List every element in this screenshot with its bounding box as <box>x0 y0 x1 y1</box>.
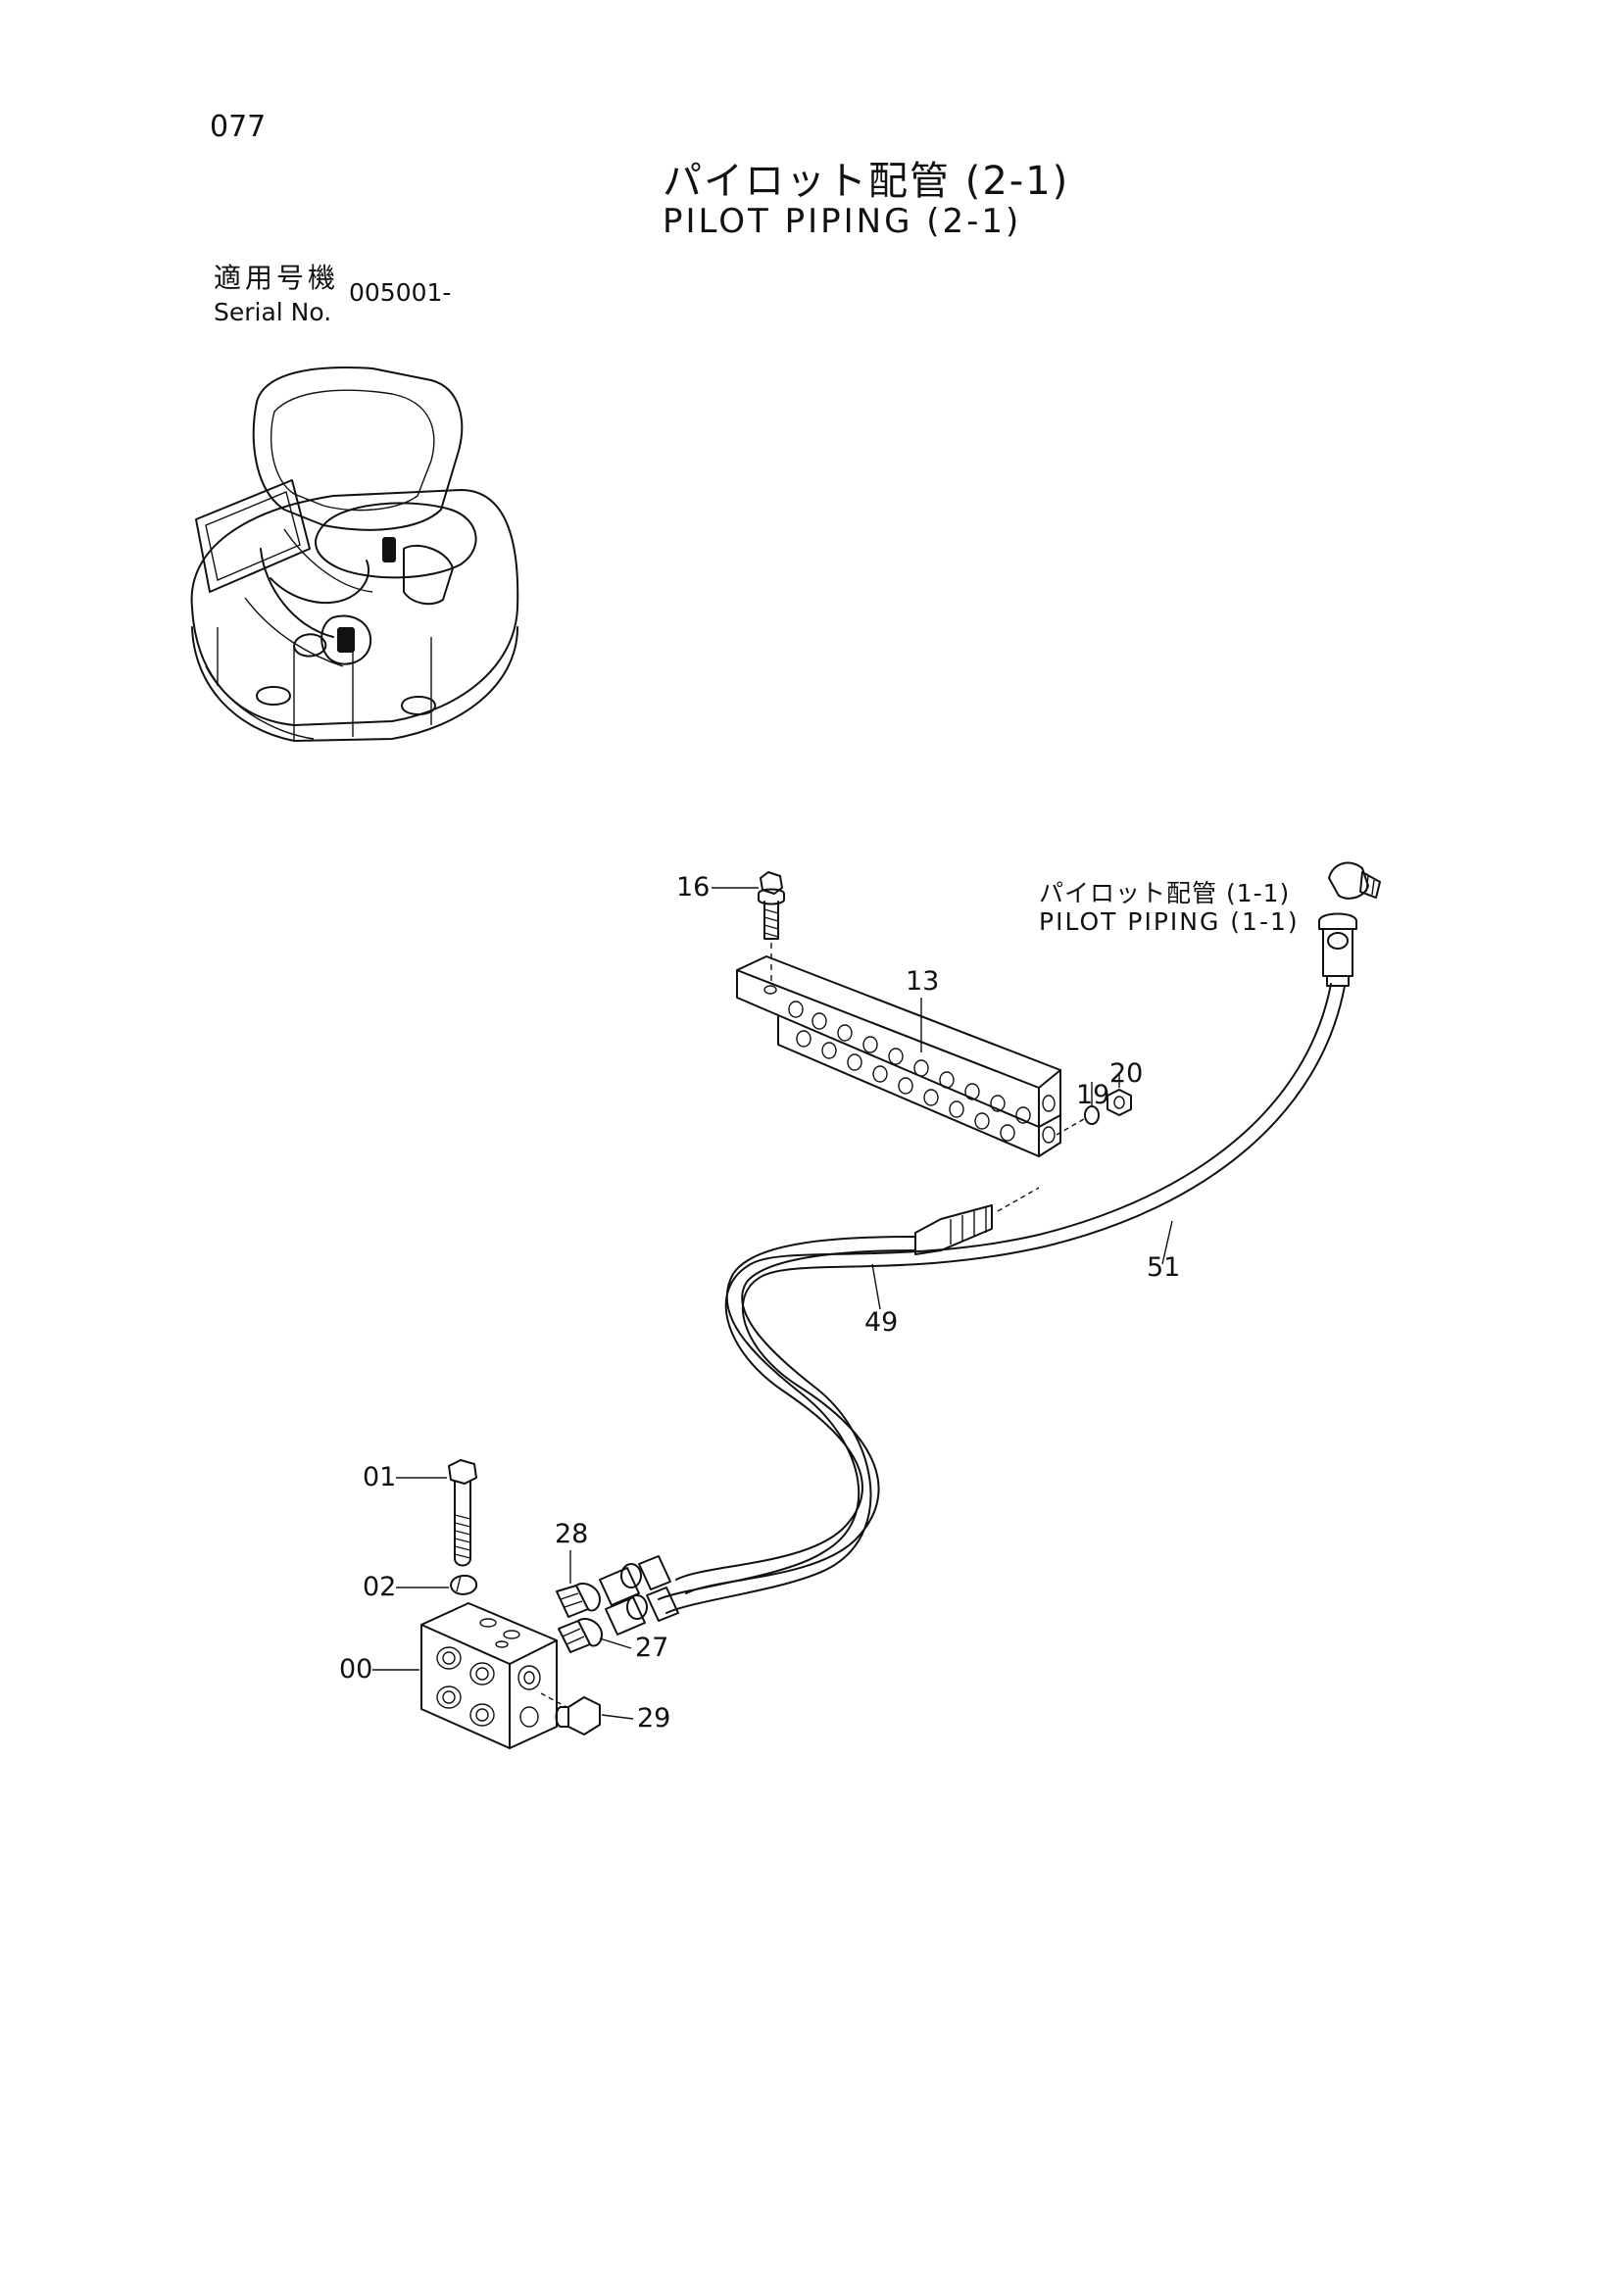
plug-part-29 <box>540 1692 601 1735</box>
callout-51: 51 <box>1147 1252 1181 1283</box>
washer-part-02 <box>450 1575 477 1595</box>
serial-label-english: Serial No. <box>214 298 332 326</box>
hose-part-49 <box>658 1187 1040 1614</box>
overview-illustration-icon <box>190 366 519 742</box>
callout-19: 19 <box>1076 1080 1110 1110</box>
elbow-fitting-icon <box>1318 861 1381 987</box>
callout-28: 28 <box>555 1519 589 1549</box>
callout-20: 20 <box>1109 1058 1144 1089</box>
callout-13: 13 <box>906 966 940 997</box>
leader-lines <box>372 887 1173 1720</box>
reference-label-japanese: パイロット配管 (1-1) <box>1039 879 1291 907</box>
hose-part-51 <box>675 983 1346 1594</box>
reference-label-english: PILOT PIPING (1-1) <box>1039 907 1300 936</box>
bolt-part-01 <box>448 1459 477 1567</box>
page-title-japanese: パイロット配管 (2-1) <box>663 159 1070 204</box>
callout-49: 49 <box>864 1307 899 1338</box>
callout-29: 29 <box>637 1703 671 1734</box>
page-number: 077 <box>210 110 267 144</box>
adapter-fitting-part-27 <box>558 1587 679 1653</box>
serial-number-value: 005001- <box>349 278 452 307</box>
adapter-fitting-part-28 <box>556 1555 671 1618</box>
washer-part-19 <box>1056 1105 1100 1136</box>
callout-27: 27 <box>635 1633 669 1663</box>
nut-part-20 <box>1107 1089 1132 1116</box>
callout-00: 00 <box>339 1654 373 1685</box>
page-title-english: PILOT PIPING (2-1) <box>663 202 1022 241</box>
callout-02: 02 <box>363 1572 397 1602</box>
serial-label-japanese: 適用号機 <box>214 262 340 294</box>
callout-16: 16 <box>676 872 711 903</box>
callout-01: 01 <box>363 1462 397 1492</box>
valve-block-part-00 <box>420 1602 558 1749</box>
bracket-part-13 <box>736 955 1061 1157</box>
bolt-part-16 <box>758 871 785 982</box>
